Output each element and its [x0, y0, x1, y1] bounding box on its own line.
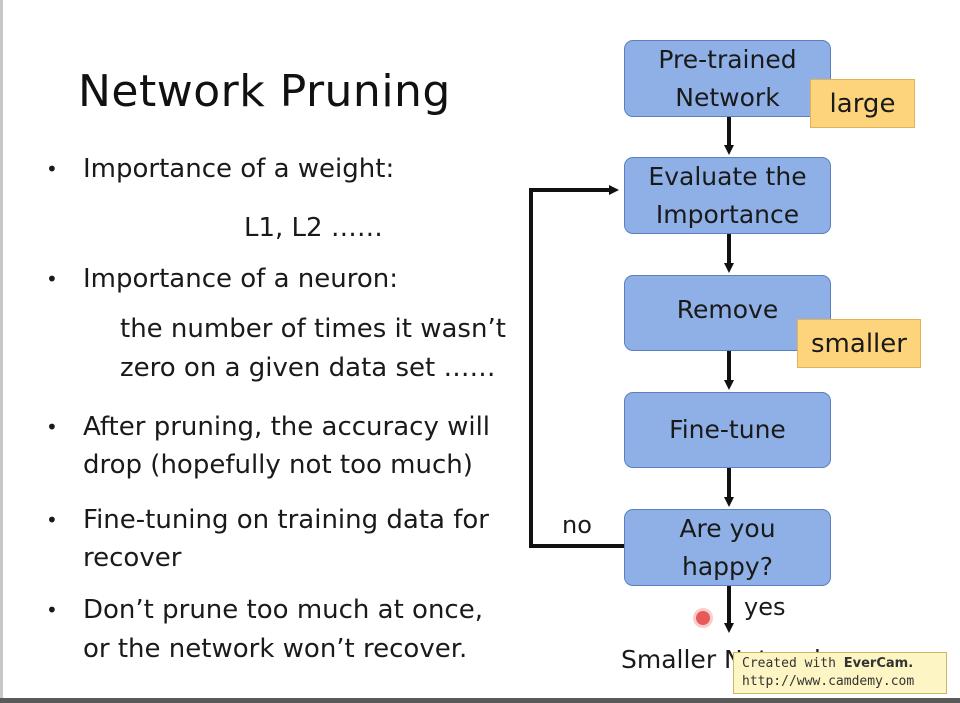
bullet-text: Importance of a weight: — [83, 154, 395, 184]
tag-smaller: smaller — [797, 319, 921, 368]
box-evaluate-line1: Evaluate the — [648, 161, 807, 191]
bullet-dot: • — [46, 598, 58, 622]
bullet-dot: • — [46, 508, 58, 532]
box-finetune-label: Fine-tune — [669, 415, 786, 444]
bullet-text-line2: drop (hopefully not too much) — [83, 450, 473, 480]
bullet-dot: • — [46, 415, 58, 439]
box-pretrained-network: Pre-trained Network — [624, 40, 831, 117]
bullet-text-line1: After pruning, the accuracy will — [83, 412, 491, 442]
cursor-pointer-indicator — [696, 611, 710, 625]
watermark-prefix: Created with — [742, 656, 844, 671]
neuron-metric-line1: the number of times it wasn’t — [120, 314, 506, 344]
box-are-you-happy: Are you happy? — [624, 509, 831, 586]
box-remove: Remove — [624, 275, 831, 351]
arrow-loop-back-no — [529, 185, 624, 548]
bullet-text: Importance of a neuron: — [83, 264, 398, 294]
bullet-dot: • — [46, 267, 58, 291]
output-text-visible: Smaller N — [621, 645, 743, 674]
box-pretrained-line2: Network — [675, 82, 780, 112]
slide-title: Network Pruning — [78, 66, 451, 117]
bullet-text-line2: or the network won’t recover. — [83, 634, 468, 664]
watermark-line1: Created with EverCam. — [742, 655, 938, 673]
box-remove-label: Remove — [676, 295, 779, 324]
bullet-text-line2: recover — [83, 543, 182, 573]
box-evaluate-importance: Evaluate the Importance — [624, 157, 831, 234]
box-fine-tune: Fine-tune — [624, 392, 831, 468]
label-yes: yes — [744, 593, 786, 621]
box-evaluate-line2: Importance — [655, 199, 800, 229]
bullet-dot: • — [46, 157, 58, 181]
box-happy-line2: happy? — [682, 551, 773, 581]
watermark-brand: EverCam. — [843, 656, 914, 671]
slide-bottom-edge — [0, 698, 960, 703]
bullet-text-line1: Don’t prune too much at once, — [83, 595, 483, 625]
weight-metric-text: L1, L2 …… — [244, 213, 383, 243]
box-pretrained-line1: Pre-trained — [658, 44, 797, 74]
tag-large: large — [810, 79, 915, 128]
bullet-text-line1: Fine-tuning on training data for — [83, 505, 489, 535]
box-happy-line1: Are you — [679, 513, 776, 543]
label-no: no — [562, 511, 592, 539]
slide-left-edge — [0, 0, 3, 703]
neuron-metric-line2: zero on a given data set …… — [120, 353, 496, 383]
evercam-watermark: Created with EverCam. http://www.camdemy… — [733, 652, 947, 694]
watermark-url: http://www.camdemy.com — [742, 674, 915, 689]
